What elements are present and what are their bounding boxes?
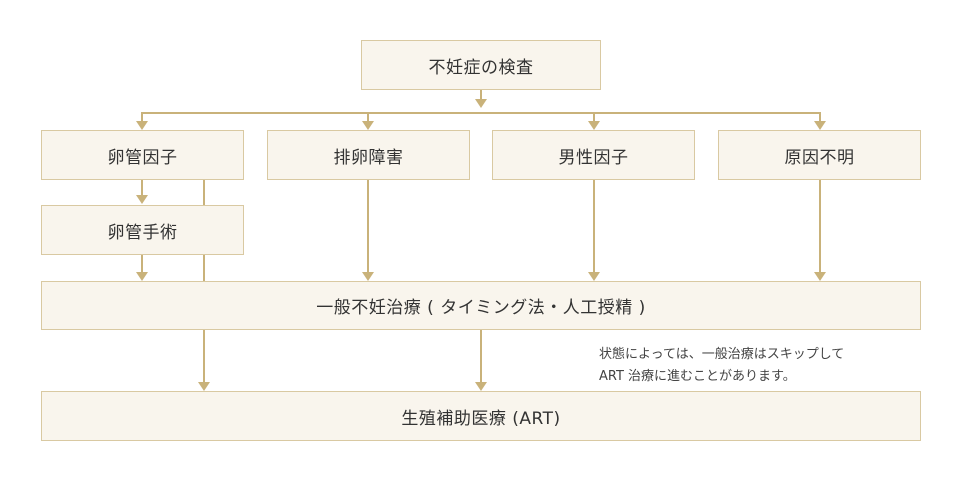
arrow-general-to-art [475,382,487,391]
art-node: 生殖補助医療 (ART) [41,391,921,441]
skip-note: 状態によっては、一般治療はスキップして ART 治療に進むことがあります。 [599,344,844,388]
skip-note-line-1: 状態によっては、一般治療はスキップして [599,347,845,362]
art-node-label: 生殖補助医療 (ART) [401,408,561,429]
cause-node-label: 原因不明 [784,147,855,168]
general-treatment-node: 一般不妊治療 ( タイミング法・人工授精 ) [41,281,921,330]
root-node-label: 不妊症の検査 [428,57,534,78]
arrow-root-stem [475,99,487,108]
arrow-cause1-to-surgery [136,195,148,204]
cause-node-tubal-factor: 卵管因子 [41,130,244,180]
cause-node-ovulation-disorder: 排卵障害 [267,130,470,180]
arrow-surgery-to-general [136,272,148,281]
arrow-cause1-to-art [198,382,210,391]
root-node-infertility-test: 不妊症の検査 [361,40,601,90]
skip-note-line-2: ART 治療に進むことがあります。 [599,369,796,384]
cause-node-label: 男性因子 [558,147,629,168]
cause-node-label: 排卵障害 [333,147,404,168]
surgery-node: 卵管手術 [41,205,244,255]
arrow-to-cause-4 [814,121,826,130]
arrow-cause3-to-general [588,272,600,281]
surgery-node-label: 卵管手術 [107,222,178,243]
arrow-to-cause-3 [588,121,600,130]
cause-node-male-factor: 男性因子 [492,130,695,180]
arrow-cause2-to-general [362,272,374,281]
cause-node-unexplained: 原因不明 [718,130,921,180]
arrow-to-cause-2 [362,121,374,130]
arrow-to-cause-1 [136,121,148,130]
general-treatment-label: 一般不妊治療 ( タイミング法・人工授精 ) [316,298,646,318]
cause-node-label: 卵管因子 [107,147,178,168]
arrow-cause4-to-general [814,272,826,281]
